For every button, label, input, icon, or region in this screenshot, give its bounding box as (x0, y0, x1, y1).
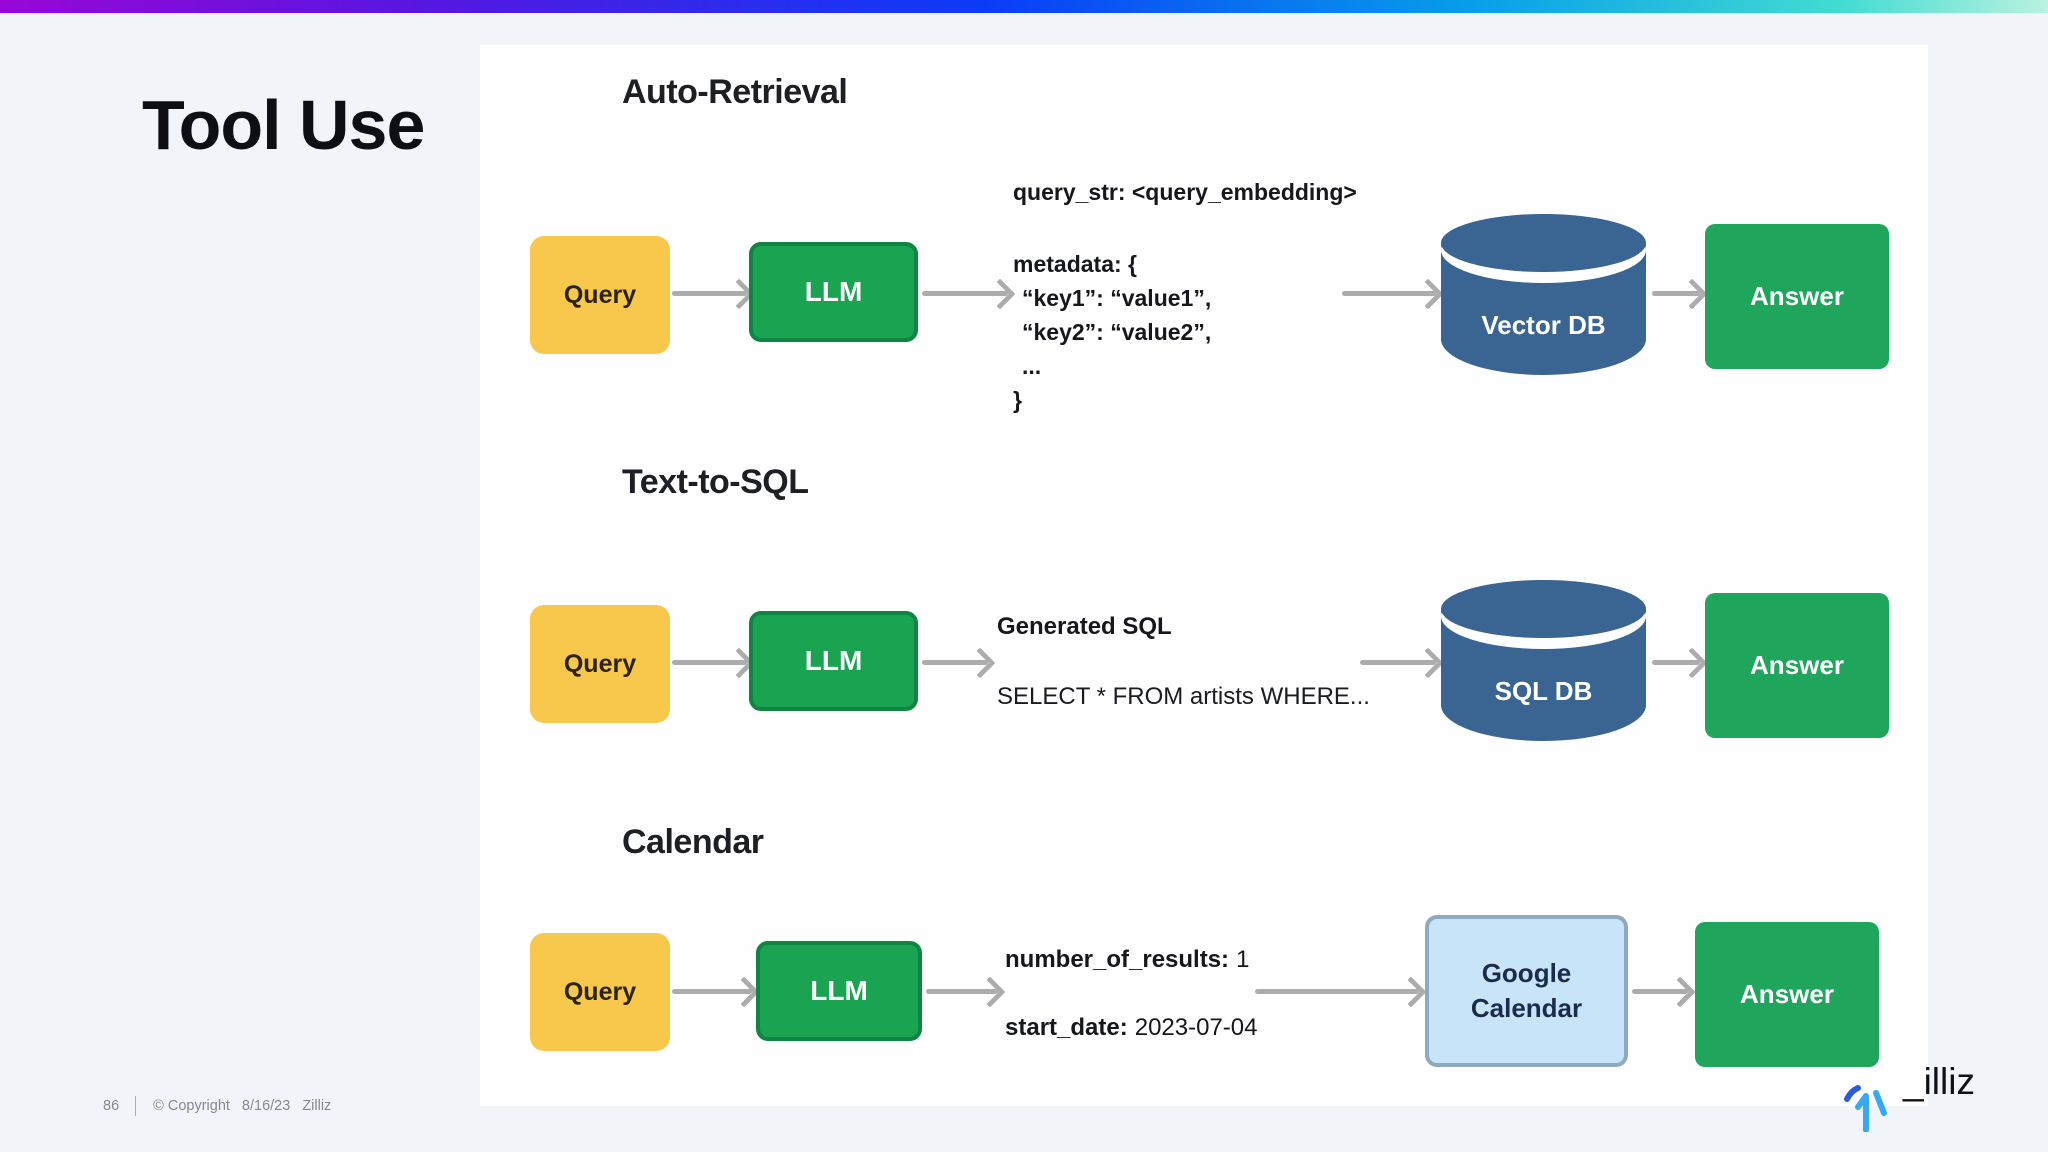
top-gradient-bar (0, 0, 2048, 13)
sql-db-cylinder: SQL DB (1441, 580, 1646, 742)
flow-arrow (672, 291, 747, 296)
query-node: Query (530, 236, 670, 354)
database-cylinder-icon (1441, 214, 1646, 375)
flow-arrow (672, 660, 747, 665)
llm-node: LLM (749, 242, 918, 342)
generated-sql-label: Generated SQL (997, 613, 1172, 640)
zilliz-logo-icon (1844, 1085, 1887, 1132)
zilliz-logo: _illiz (1843, 1060, 1975, 1132)
metadata-line: ... (1022, 353, 1042, 379)
query-node: Query (530, 933, 670, 1051)
zilliz-logo-text: _illiz (1903, 1061, 1975, 1102)
google-calendar-label-line2: Calendar (1470, 993, 1583, 1023)
page-title: Tool Use (142, 86, 425, 164)
db-label: Vector DB (1481, 310, 1606, 340)
llm-node: LLM (756, 941, 922, 1041)
metadata-line: “key1”: “value1”, (1022, 285, 1212, 311)
answer-node: Answer (1695, 922, 1879, 1067)
metadata-line: “key2”: “value2”, (1022, 319, 1212, 345)
flow-arrow (1342, 291, 1436, 296)
flow-arrow (1652, 660, 1700, 665)
content-panel: Auto-Retrieval query_str: <query_embeddi… (480, 45, 1928, 1106)
flow-arrow (1255, 989, 1419, 994)
section-heading-auto-retrieval: Auto-Retrieval (622, 73, 848, 111)
footer-date: 8/16/23 (241, 1098, 291, 1114)
copyright-text: © Copyright (153, 1098, 230, 1114)
flow-arrow (926, 989, 998, 994)
flow-arrow (1360, 660, 1436, 665)
llm-node: LLM (749, 611, 918, 711)
flow-arrow (922, 660, 988, 665)
metadata-line: } (1013, 387, 1022, 413)
google-calendar-node: Google Calendar (1425, 915, 1628, 1067)
footer-brand: Zilliz (302, 1098, 332, 1114)
metadata-block: metadata: { “key1”: “value1”, “key2”: “v… (1013, 247, 1211, 417)
flow-arrow (1652, 291, 1700, 296)
param-number-of-results: number_of_results:1 (1005, 946, 1249, 974)
param-value: 1 (1236, 946, 1250, 973)
flow-arrow (922, 291, 1008, 296)
sql-query-text: SELECT * FROM artists WHERE... (997, 683, 1370, 710)
vector-db-cylinder: Vector DB (1441, 214, 1646, 376)
param-label: start_date: (1005, 1014, 1128, 1041)
footer-divider (135, 1096, 137, 1116)
answer-node: Answer (1705, 224, 1889, 369)
query-node: Query (530, 605, 670, 723)
param-start-date: start_date:2023-07-04 (1005, 1014, 1257, 1042)
param-value: 2023-07-04 (1134, 1014, 1258, 1041)
database-cylinder-icon (1441, 580, 1646, 741)
metadata-line: metadata: { (1013, 251, 1137, 277)
footer: 86 © Copyright 8/16/23 Zilliz (103, 1096, 331, 1116)
param-label: number_of_results: (1005, 946, 1230, 973)
google-calendar-label-line1: Google (1481, 957, 1572, 988)
section-heading-text-to-sql: Text-to-SQL (622, 463, 809, 501)
page-number: 86 (103, 1098, 120, 1114)
flow-arrow (672, 989, 752, 994)
db-label: SQL DB (1494, 676, 1593, 706)
flow-arrow (1632, 989, 1688, 994)
answer-node: Answer (1705, 593, 1889, 738)
annotation-query-str: query_str: <query_embedding> (1013, 179, 1357, 205)
section-heading-calendar: Calendar (622, 823, 764, 861)
